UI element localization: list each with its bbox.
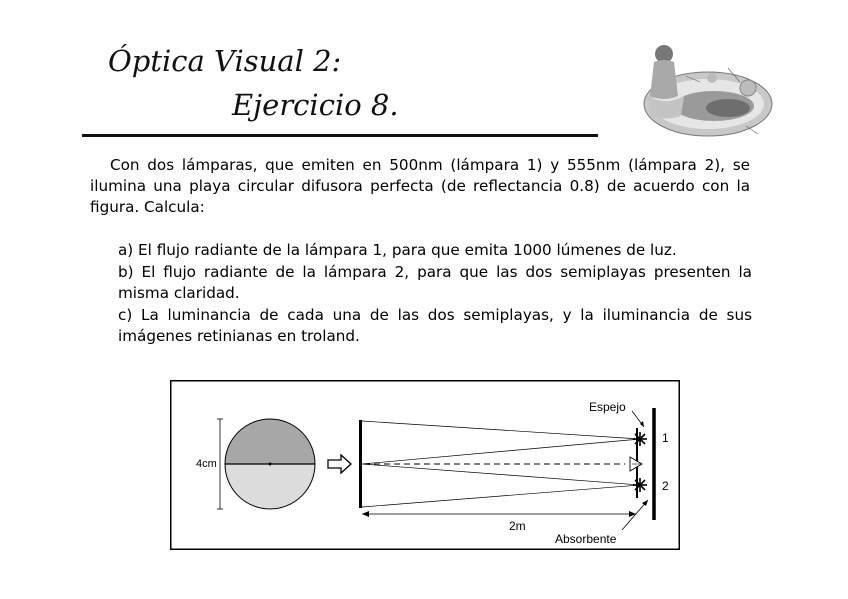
field-top-half: [225, 419, 315, 464]
lamp-1-label: 1: [662, 431, 669, 445]
question-b: b) El flujo radiante de la lámpara 2, pa…: [118, 262, 752, 303]
lamp-2-label: 2: [662, 479, 669, 493]
absorber-label: Absorbente: [555, 532, 617, 546]
diameter-label: 4cm: [196, 458, 217, 470]
question-c: c) La luminancia de cada una de las dos …: [118, 305, 752, 346]
eye-anatomy-illustration: [643, 45, 773, 137]
question-list: a) El flujo radiante de la lámpara 1, pa…: [118, 240, 752, 348]
question-a: a) El flujo radiante de la lámpara 1, pa…: [118, 241, 677, 259]
distance-label: 2m: [509, 519, 526, 533]
problem-intro: Con dos lámparas, que emiten en 500nm (l…: [90, 156, 750, 216]
title-line-2: Ejercicio 8.: [232, 88, 399, 122]
screen: [359, 420, 362, 508]
title-underline: [82, 134, 598, 137]
lamp-1-icon: [633, 432, 647, 446]
lamp-2-icon: [633, 478, 647, 492]
title-line-1: Óptica Visual 2:: [108, 44, 342, 78]
mirror-label: Espejo: [589, 400, 626, 414]
field-bottom-half: [225, 464, 315, 509]
experiment-figure: 4cm 1 2 Espejo 2m Absorbente: [170, 380, 680, 550]
view-arrow-icon: [327, 453, 352, 475]
